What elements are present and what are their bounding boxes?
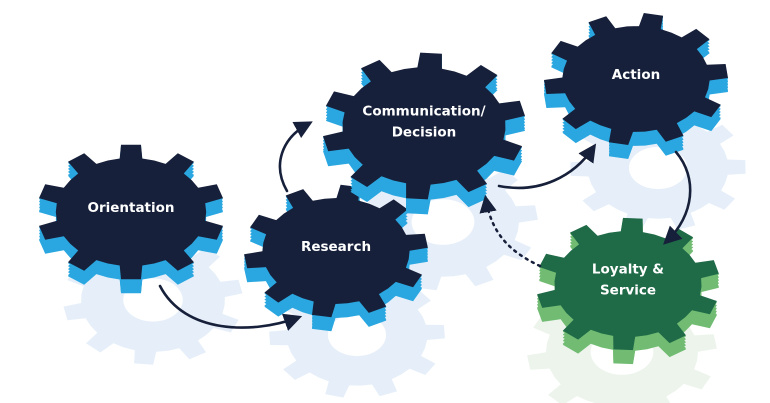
gear-orientation: Orientation bbox=[39, 144, 223, 294]
gear-communication: Communication/Decision bbox=[323, 52, 525, 215]
gear-research: Research bbox=[244, 184, 428, 332]
gear-label-action: Action bbox=[612, 67, 660, 83]
arrow-orientation-to-research bbox=[158, 284, 303, 331]
gear-face-communication bbox=[323, 52, 525, 200]
arrow-research-to-communication bbox=[278, 121, 313, 193]
arrow-action-to-loyalty bbox=[663, 150, 692, 245]
gear-action: Action bbox=[544, 13, 728, 159]
gear-label-loyalty: Service bbox=[600, 283, 656, 299]
gear-label-communication: Communication/ bbox=[362, 104, 485, 120]
gear-label-loyalty: Loyalty & bbox=[592, 262, 664, 278]
gear-label-research: Research bbox=[301, 239, 371, 255]
arrow-communication-to-action bbox=[497, 143, 597, 190]
gear-face-action bbox=[544, 13, 728, 145]
gear-label-orientation: Orientation bbox=[87, 200, 174, 216]
arrow-loyalty-to-communication bbox=[479, 194, 542, 268]
gear-loyalty: Loyalty & Service bbox=[537, 217, 719, 365]
gear-face-research bbox=[244, 184, 428, 318]
gear-label-communication: Decision bbox=[392, 125, 457, 141]
gear-face-orientation bbox=[39, 144, 223, 280]
gear-face-loyalty bbox=[537, 217, 719, 351]
